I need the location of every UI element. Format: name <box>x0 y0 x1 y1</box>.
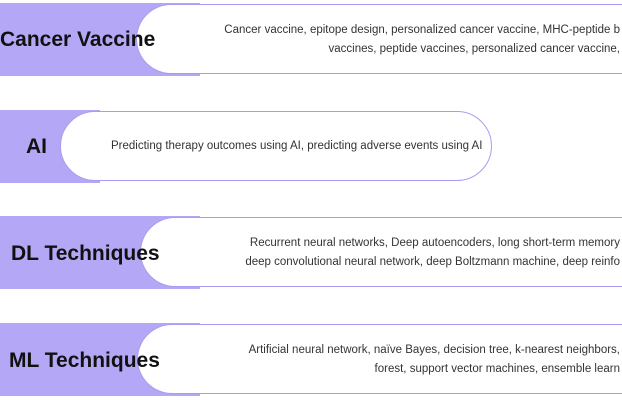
row-label: DL Techniques <box>11 242 160 265</box>
row-label: AI <box>26 135 47 158</box>
row-label: ML Techniques <box>9 349 160 372</box>
row-text-line: Artificial neural network, naïve Bayes, … <box>248 344 620 356</box>
row-text-line: Predicting therapy outcomes using AI, pr… <box>111 140 483 152</box>
row-text-line: Cancer vaccine, epitope design, personal… <box>224 24 620 36</box>
row-text-line: forest, support vector machines, ensembl… <box>374 363 620 375</box>
row-text-line: vaccines, peptide vaccines, personalized… <box>328 43 621 55</box>
row-text-line: deep convolutional neural network, deep … <box>245 256 620 268</box>
row-pill <box>140 217 622 287</box>
row-pill <box>136 4 622 74</box>
row-label: Cancer Vaccine <box>0 28 156 51</box>
row-pill <box>60 111 492 181</box>
row-pill <box>137 324 622 394</box>
row-text-line: Recurrent neural networks, Deep autoenco… <box>249 237 620 249</box>
